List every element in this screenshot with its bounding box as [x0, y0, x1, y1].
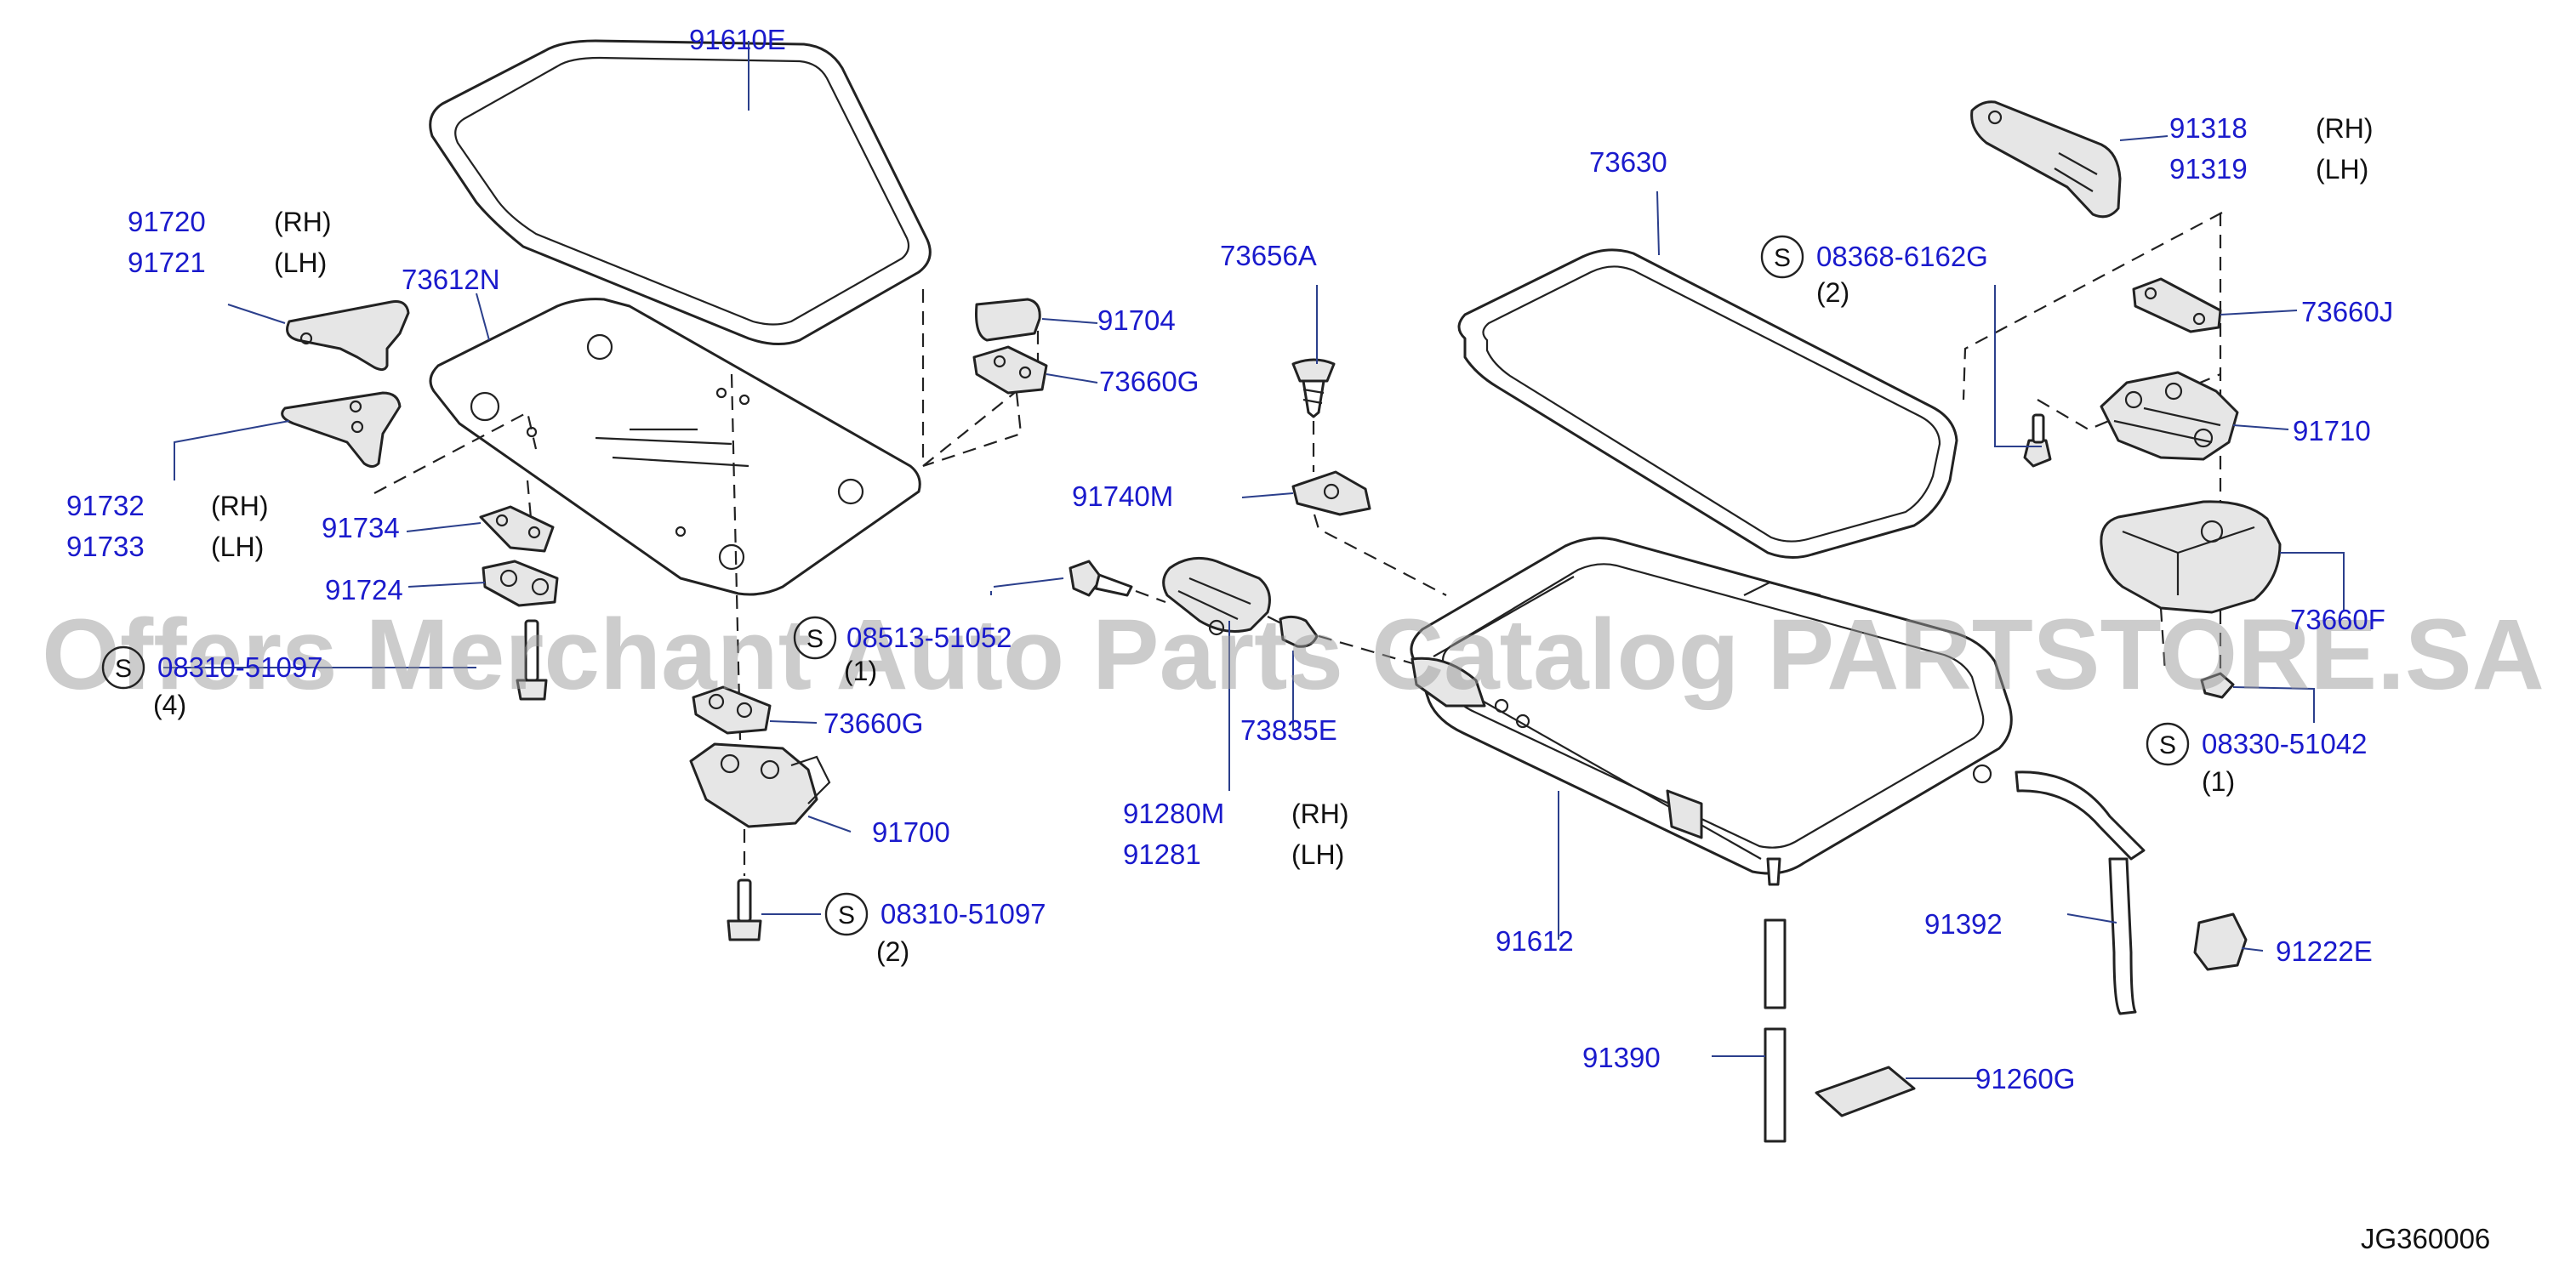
label-91281-side: (LH)	[1291, 839, 1344, 870]
label-73660f[interactable]: 73660F	[2290, 604, 2385, 635]
label-91724[interactable]: 91724	[325, 574, 403, 605]
std-mark-08310-b	[824, 892, 869, 936]
label-91318[interactable]: 91318	[2169, 112, 2248, 144]
glass-panel-73612n	[429, 298, 921, 596]
label-91732[interactable]: 91732	[66, 490, 145, 521]
clip-91740m	[1291, 470, 1371, 516]
label-91281[interactable]: 91281	[1123, 838, 1201, 870]
label-08368-6162g[interactable]: 08368-6162G	[1816, 241, 1988, 272]
plate-73660g-lower	[692, 685, 772, 735]
std-mark-08310-a	[101, 645, 145, 690]
qty-08310-a: (4)	[153, 690, 186, 720]
label-08310-51097-a[interactable]: 08310-51097	[157, 651, 323, 683]
label-08330-51042[interactable]: 08330-51042	[2202, 728, 2368, 759]
label-91734[interactable]: 91734	[322, 512, 400, 543]
std-mark-08368	[1760, 235, 1804, 279]
plate-91732	[281, 391, 402, 468]
label-91390[interactable]: 91390	[1582, 1042, 1661, 1073]
screw-73656a	[1291, 358, 1336, 418]
label-91280m-side: (RH)	[1291, 799, 1349, 829]
label-08513-51052[interactable]: 08513-51052	[846, 622, 1012, 653]
label-91733-side: (LH)	[211, 532, 264, 562]
pad-91734	[479, 505, 555, 553]
diagram-ref-code: JG360006	[2361, 1223, 2490, 1254]
label-91610e[interactable]: 91610E	[689, 24, 786, 55]
label-08310-51097-b[interactable]: 08310-51097	[881, 898, 1046, 929]
frame-91612	[1410, 537, 2013, 886]
pad-91260g	[1815, 1066, 1916, 1117]
std-mark-08330-text: S	[2159, 731, 2176, 759]
std-mark-08330	[2146, 722, 2190, 766]
hinge-91710	[2100, 371, 2239, 461]
handle-91280m	[1162, 556, 1271, 636]
drain-hose-91392	[2015, 770, 2146, 861]
label-91733[interactable]: 91733	[66, 531, 145, 562]
plate-73660g-upper	[972, 345, 1048, 395]
housing-73660f	[2100, 500, 2282, 614]
clip-73835e	[1279, 615, 1319, 648]
label-73630[interactable]: 73630	[1589, 146, 1667, 178]
bolt-08310-left	[516, 619, 548, 701]
label-91318-side: (RH)	[2316, 113, 2374, 144]
bracket-91720	[286, 300, 410, 372]
std-mark-08368-text: S	[1774, 244, 1791, 272]
label-91720-side: (RH)	[274, 207, 332, 237]
label-73612n[interactable]: 73612N	[402, 264, 500, 295]
label-73835e[interactable]: 73835E	[1240, 714, 1337, 746]
nut-08330	[2200, 672, 2235, 699]
label-73660g-a[interactable]: 73660G	[1099, 366, 1199, 397]
label-73660j[interactable]: 73660J	[2301, 296, 2393, 327]
bracket-91318	[1970, 100, 2122, 219]
clip-91222e	[2193, 912, 2248, 971]
std-mark-08513-text: S	[806, 625, 824, 653]
label-91319[interactable]: 91319	[2169, 153, 2248, 185]
label-91732-side: (RH)	[211, 491, 269, 521]
label-91319-side: (LH)	[2316, 154, 2368, 185]
label-91392[interactable]: 91392	[1924, 908, 2003, 940]
label-91720[interactable]: 91720	[128, 206, 206, 237]
label-91740m[interactable]: 91740M	[1072, 480, 1173, 512]
qty-08310-b: (2)	[876, 936, 909, 967]
label-91280m[interactable]: 91280M	[1123, 798, 1224, 829]
drain-tube-91390	[1764, 918, 1787, 1009]
bolt-08368	[2023, 413, 2052, 468]
qty-08368: (2)	[1816, 277, 1849, 308]
bolt-08310-bottom	[727, 878, 762, 941]
watermark: Offers Merchant Auto Parts Catalog PARTS…	[42, 599, 2545, 711]
cap-91704	[975, 298, 1041, 342]
pad-91724	[482, 560, 559, 607]
glass-seal-91610e	[429, 39, 932, 345]
label-91612[interactable]: 91612	[1496, 925, 1574, 957]
hinge-91700	[689, 742, 831, 828]
label-91700[interactable]: 91700	[872, 816, 950, 848]
std-mark-08310-b-text: S	[838, 901, 855, 929]
label-91704[interactable]: 91704	[1097, 304, 1176, 336]
weather-seal-73630	[1457, 248, 1958, 559]
std-mark-08513	[793, 616, 837, 660]
label-91721[interactable]: 91721	[128, 247, 206, 278]
qty-08513: (1)	[844, 656, 877, 686]
plate-73660j	[2132, 277, 2222, 333]
label-91710[interactable]: 91710	[2293, 415, 2371, 446]
qty-08330: (1)	[2202, 766, 2235, 797]
bolt-08513	[1069, 560, 1133, 597]
label-91721-side: (LH)	[274, 247, 327, 278]
leader-lines	[163, 41, 2345, 1079]
label-91222e[interactable]: 91222E	[2276, 935, 2373, 967]
label-73660g-b[interactable]: 73660G	[824, 708, 923, 739]
label-73656a[interactable]: 73656A	[1220, 240, 1317, 271]
std-mark-08310-a-text: S	[115, 655, 132, 683]
label-91260g[interactable]: 91260G	[1975, 1063, 2075, 1094]
